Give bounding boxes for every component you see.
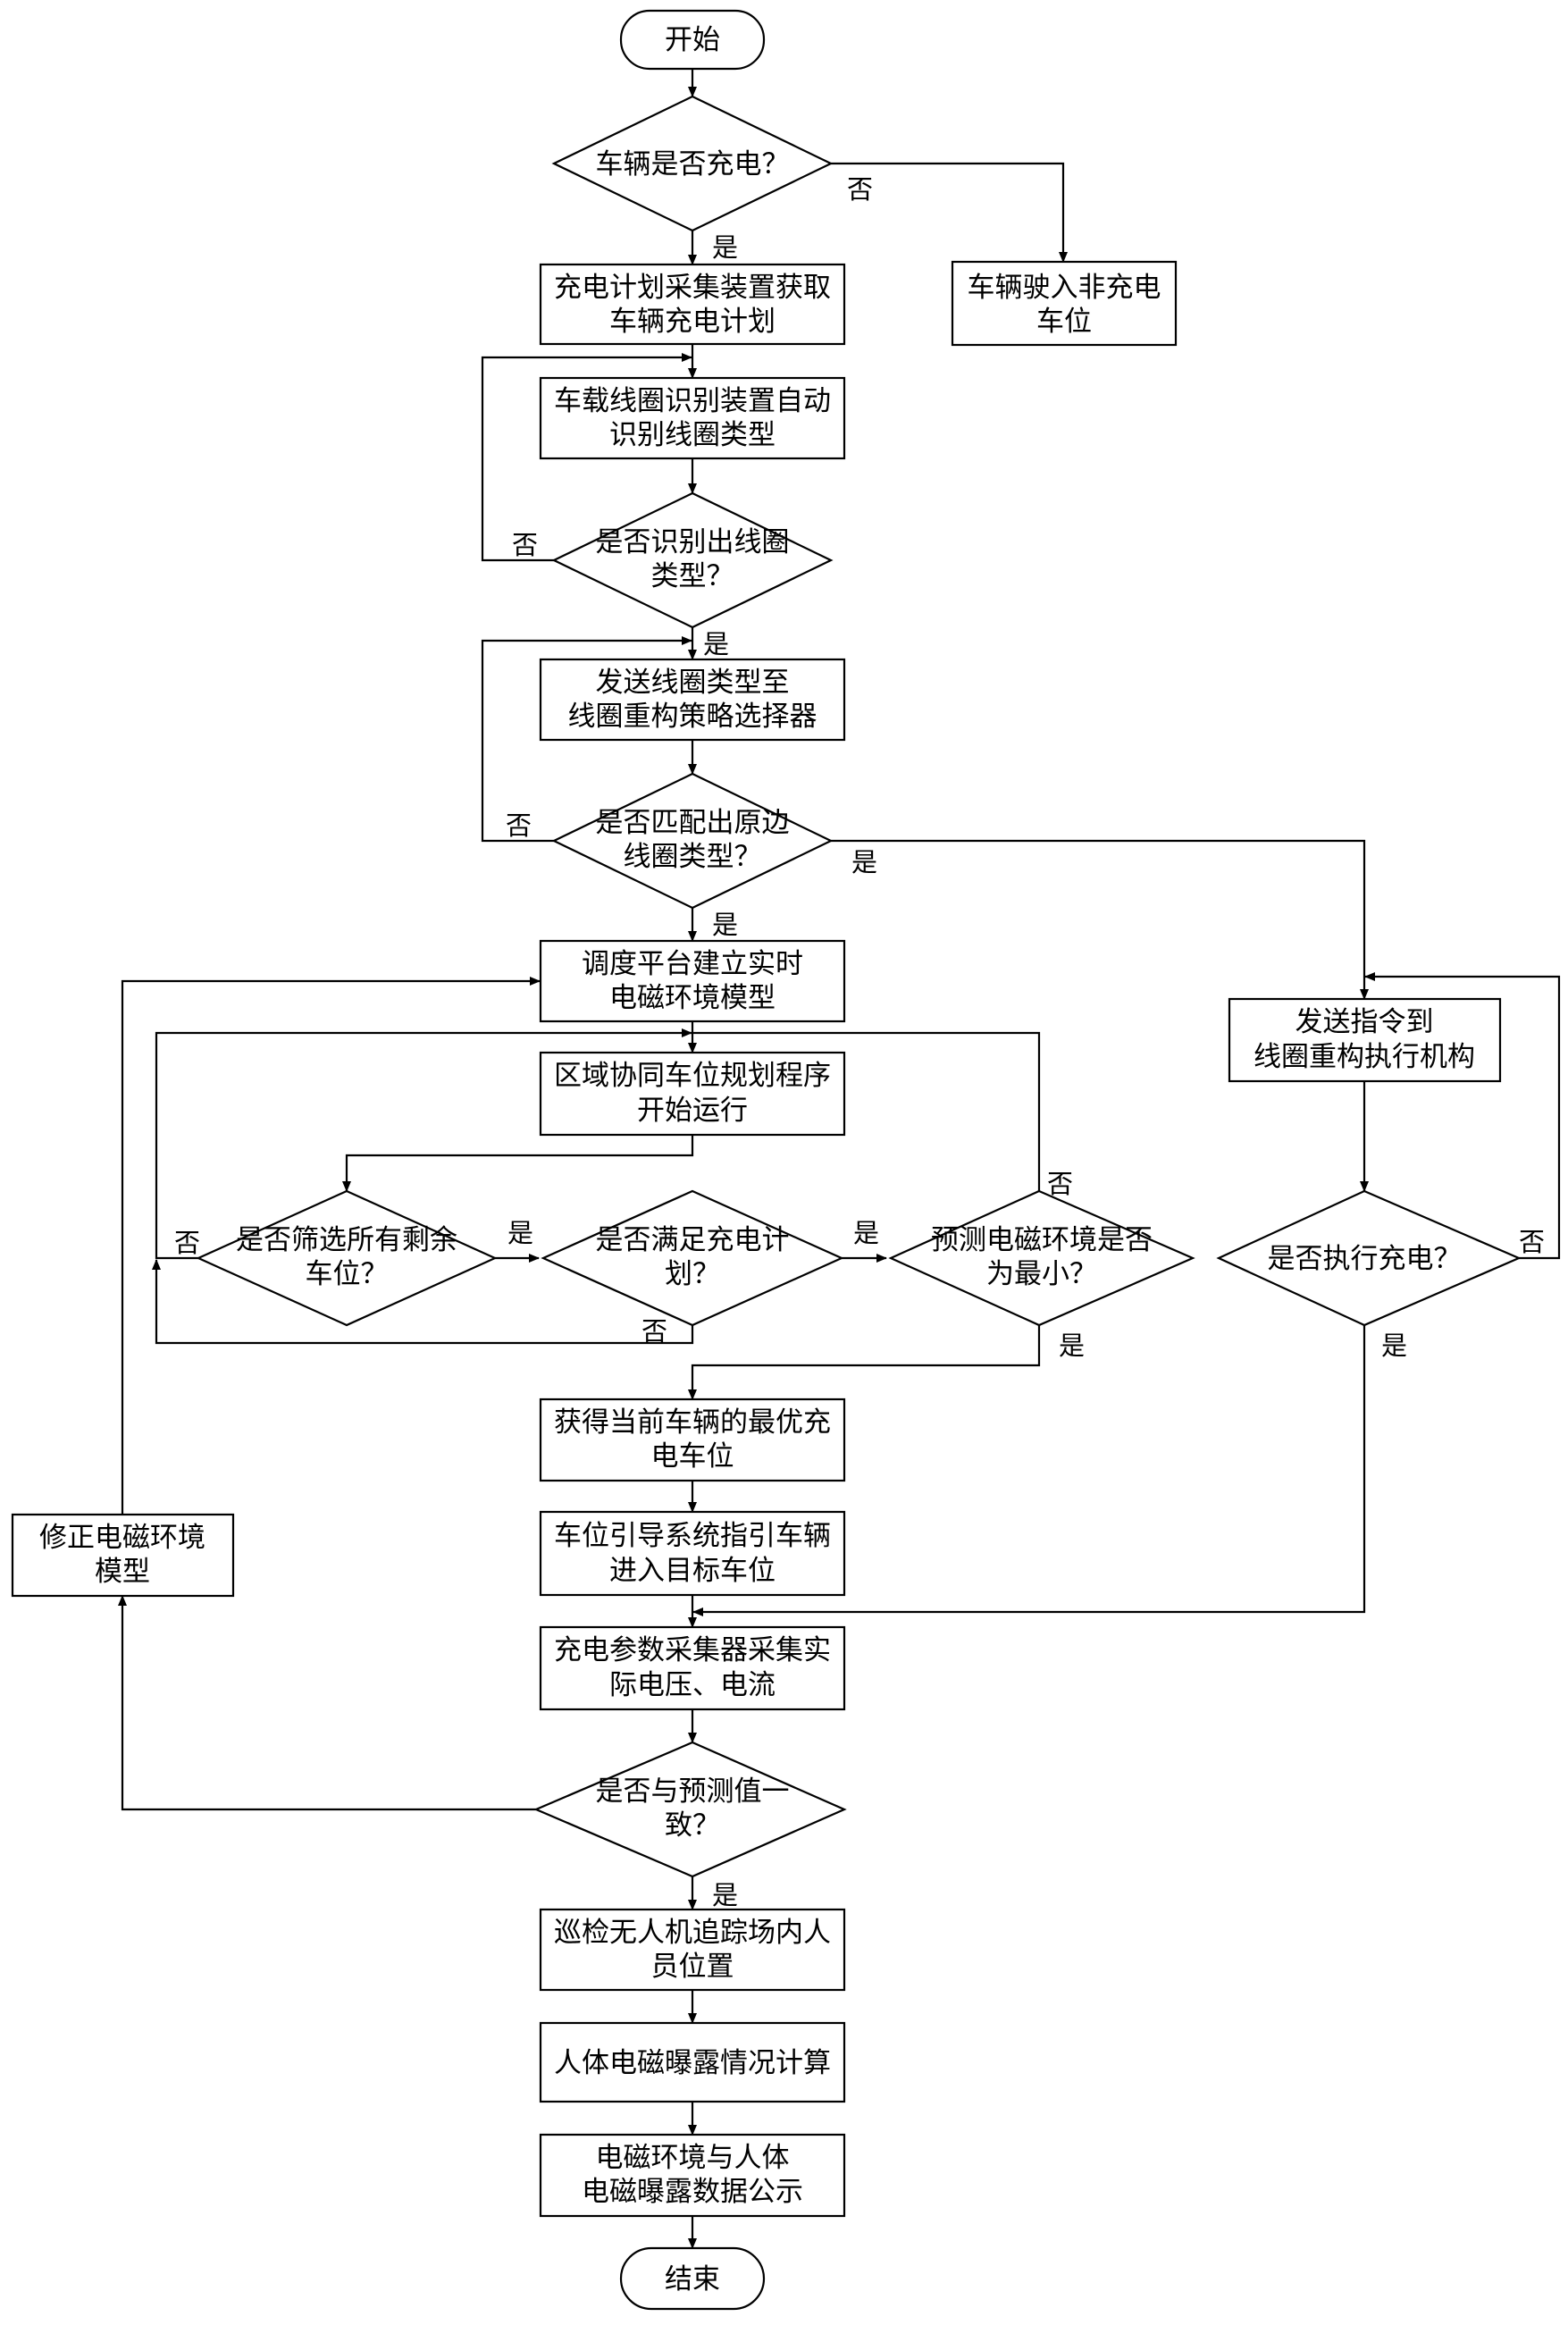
- decision-screened-all-spots-line2: 车位？: [306, 1258, 389, 1290]
- box-build-em-model-line2: 电磁环境模型: [609, 982, 776, 1014]
- decision-screened-all-spots-line1: 是否筛选所有剩余: [236, 1224, 457, 1256]
- box-non-charging-spot-line2: 车位: [1036, 306, 1092, 338]
- box-optimal-spot-line1: 获得当前车辆的最优充: [554, 1406, 831, 1439]
- box-spot-planning-program: 区域协同车位规划程序 开始运行: [539, 1051, 846, 1137]
- decision-primary-coil-match: 是否匹配出原边 线圈类型？: [551, 772, 834, 910]
- box-send-command-line1: 发送指令到: [1295, 1006, 1434, 1038]
- box-build-em-model: 调度平台建立实时 电磁环境模型: [539, 939, 846, 1023]
- label-execute-no: 否: [1519, 1227, 1545, 1257]
- label-charge-yes: 是: [712, 232, 738, 263]
- decision-consistent-with-prediction-line1: 是否与预测值一: [596, 1775, 790, 1808]
- edge-q-satisfy-no: [152, 1259, 694, 1345]
- box-drone-tracking-line2: 员位置: [651, 1951, 734, 1983]
- decision-screened-all-spots: 是否筛选所有剩余 车位？: [196, 1189, 498, 1327]
- edge-labels: 是 否 否 是 否 是 是 否 是 是 否 否 是 否 是 是: [174, 174, 1545, 1910]
- decision-em-minimum: 预测电磁环境是否 为最小？: [888, 1189, 1195, 1327]
- end-terminal: 结束: [619, 2246, 766, 2311]
- box-optimal-spot: 获得当前车辆的最优充 电车位: [539, 1398, 846, 1482]
- decision-execute-charging: 是否执行充电？: [1216, 1189, 1522, 1327]
- connectors: [118, 69, 1561, 2249]
- box-send-command-line2: 线圈重构执行机构: [1254, 1041, 1475, 1073]
- box-collect-parameters: 充电参数采集器采集实 际电压、电流: [539, 1625, 846, 1711]
- box-send-coil-type-line1: 发送线圈类型至: [596, 667, 790, 699]
- end-label: 结束: [665, 2263, 720, 2296]
- box-guide-vehicle-line1: 车位引导系统指引车辆: [554, 1520, 831, 1552]
- decision-consistent-with-prediction-line2: 致？: [665, 1809, 720, 1842]
- label-match-yes-down: 是: [712, 910, 738, 940]
- label-satisfy-no: 否: [641, 1316, 667, 1347]
- start-terminal: 开始: [619, 9, 766, 71]
- box-spot-planning-program-line2: 开始运行: [637, 1095, 748, 1127]
- decision-vehicle-charging-label: 车辆是否充电？: [596, 148, 790, 180]
- edge-q-consistent-no: [118, 1595, 536, 1811]
- label-charge-no: 否: [847, 174, 873, 205]
- label-execute-yes: 是: [1381, 1330, 1407, 1361]
- box-non-charging-spot-line1: 车辆驶入非充电: [968, 272, 1161, 304]
- decision-primary-coil-match-line1: 是否匹配出原边: [596, 807, 790, 839]
- decision-coil-identified-line2: 类型？: [651, 560, 734, 592]
- decision-vehicle-charging: 车辆是否充电？: [551, 95, 834, 232]
- box-exposure-calculation: 人体电磁曝露情况计算: [539, 2021, 846, 2103]
- box-send-command: 发送指令到 线圈重构执行机构: [1228, 997, 1502, 1083]
- box-publish-data-line1: 电磁环境与人体: [596, 2142, 790, 2174]
- decision-satisfy-plan-line2: 划？: [665, 1258, 720, 1290]
- box-collect-parameters-line2: 际电压、电流: [609, 1669, 776, 1701]
- box-non-charging-spot: 车辆驶入非充电 车位: [951, 260, 1178, 347]
- edge-q-match-yes-right: [831, 839, 1369, 1000]
- box-correct-em-model: 修正电磁环境 模型: [11, 1513, 235, 1598]
- edge-q-minimum-no: [693, 1031, 1041, 1191]
- box-publish-data: 电磁环境与人体 电磁曝露数据公示: [539, 2133, 846, 2218]
- box-exposure-calculation-label: 人体电磁曝露情况计算: [554, 2047, 831, 2079]
- decision-coil-identified-line1: 是否识别出线圈: [596, 526, 790, 558]
- decision-execute-charging-label: 是否执行充电？: [1268, 1243, 1462, 1275]
- edge-q-charge-no: [831, 162, 1068, 263]
- decision-em-minimum-line1: 预测电磁环境是否: [931, 1224, 1153, 1256]
- box-send-coil-type: 发送线圈类型至 线圈重构策略选择器: [539, 658, 846, 742]
- decision-coil-identified: 是否识别出线圈 类型？: [551, 491, 834, 629]
- box-collect-parameters-line1: 充电参数采集器采集实: [554, 1634, 831, 1666]
- edge-q-match-no: [481, 636, 692, 843]
- box-get-charging-plan: 充电计划采集装置获取 车辆充电计划: [539, 263, 846, 346]
- label-satisfy-yes: 是: [853, 1218, 879, 1248]
- box-get-charging-plan-line1: 充电计划采集装置获取: [554, 272, 831, 304]
- label-screened-yes: 是: [507, 1218, 533, 1248]
- box-identify-coil-line2: 识别线圈类型: [609, 419, 776, 451]
- box-send-coil-type-line2: 线圈重构策略选择器: [568, 701, 818, 733]
- edge-plan-prog-to-q-screened: [342, 1135, 694, 1192]
- edge-q-identified-no: [481, 353, 692, 562]
- label-minimum-yes: 是: [1059, 1330, 1085, 1361]
- box-spot-planning-program-line1: 区域协同车位规划程序: [554, 1060, 831, 1092]
- decision-consistent-with-prediction: 是否与预测值一 致？: [533, 1741, 847, 1878]
- box-identify-coil-line1: 车载线圈识别装置自动: [554, 385, 831, 417]
- edge-q-execute-yes: [692, 1325, 1366, 1616]
- label-consistent-yes: 是: [712, 1880, 738, 1910]
- box-optimal-spot-line2: 电车位: [651, 1440, 734, 1473]
- box-get-charging-plan-line2: 车辆充电计划: [609, 306, 776, 338]
- box-identify-coil: 车载线圈识别装置自动 识别线圈类型: [539, 376, 846, 460]
- decision-em-minimum-line2: 为最小？: [986, 1258, 1097, 1290]
- edge-q-screened-no: [155, 1028, 692, 1260]
- label-match-yes-right: 是: [851, 847, 877, 877]
- decision-satisfy-plan-line1: 是否满足充电计: [596, 1224, 790, 1256]
- label-identified-no: 否: [512, 530, 538, 560]
- decision-primary-coil-match-line2: 线圈类型？: [624, 841, 762, 873]
- label-screened-no: 否: [174, 1228, 200, 1258]
- box-guide-vehicle: 车位引导系统指引车辆 进入目标车位: [539, 1510, 846, 1597]
- box-correct-em-model-line2: 模型: [95, 1556, 150, 1588]
- edge-q-execute-no: [1364, 972, 1561, 1260]
- decision-satisfy-plan: 是否满足充电计 划？: [541, 1189, 844, 1327]
- box-drone-tracking: 巡检无人机追踪场内人 员位置: [539, 1908, 846, 1992]
- label-identified-yes: 是: [703, 629, 729, 659]
- label-minimum-no: 否: [1047, 1169, 1073, 1199]
- edge-q-minimum-yes: [688, 1325, 1041, 1400]
- label-match-no: 否: [506, 810, 532, 841]
- start-label: 开始: [665, 24, 720, 56]
- box-correct-em-model-line1: 修正电磁环境: [39, 1522, 205, 1554]
- box-build-em-model-line1: 调度平台建立实时: [582, 948, 803, 980]
- edge-correct-to-model: [121, 977, 541, 1515]
- box-drone-tracking-line1: 巡检无人机追踪场内人: [554, 1917, 831, 1949]
- box-guide-vehicle-line2: 进入目标车位: [609, 1555, 776, 1587]
- box-publish-data-line2: 电磁曝露数据公示: [582, 2176, 803, 2208]
